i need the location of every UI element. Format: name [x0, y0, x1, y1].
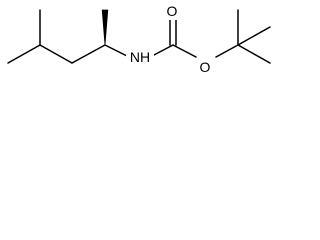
ester-oxygen-label: O	[200, 59, 211, 75]
carbonyl-o-label-background	[164, 3, 180, 20]
bond-tbutyl-right-methyl	[237, 26, 271, 46]
bond-nh-to-carbonyl	[151, 44, 174, 57]
nh-atom-label: NH	[130, 49, 150, 65]
bond-ester-o-to-tbutyl	[215, 44, 239, 58]
bond-isopropyl-to-ch2	[39, 44, 73, 64]
stereo-wedge-bond	[101, 9, 109, 46]
carbonyl-oxygen-label: O	[167, 3, 178, 19]
ester-o-label-background	[197, 58, 213, 75]
bond-carbonyl-to-ester-o	[172, 44, 197, 58]
molecule-canvas: NH O O	[7, 3, 271, 75]
bond-isopropyl-left-methyl	[7, 44, 41, 64]
bond-stereocenter-to-nh	[104, 44, 128, 57]
chemical-structure-diagram: NH O O	[0, 0, 285, 88]
bond-tbutyl-lower-right-methyl	[237, 44, 271, 64]
nh-label-background	[126, 48, 154, 67]
bond-ch2-to-stereocenter	[71, 44, 106, 64]
